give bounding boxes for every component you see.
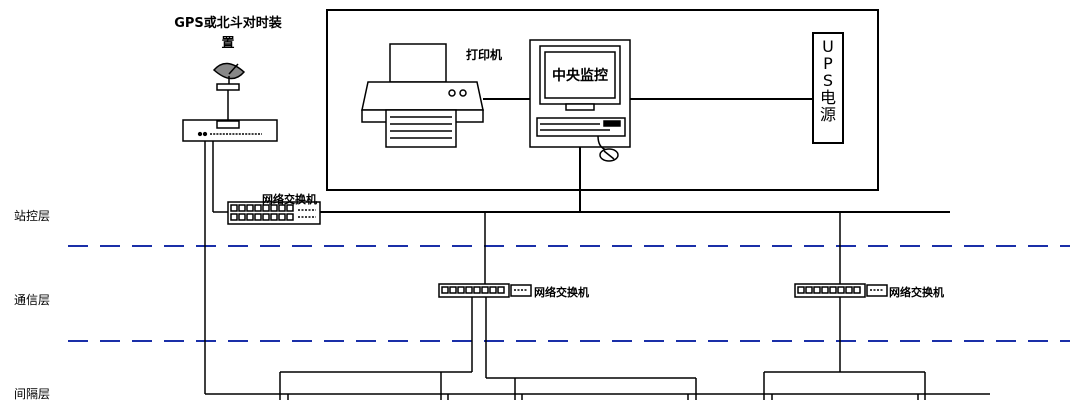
station-switch-icon	[227, 201, 321, 225]
layer-label-comm: 通信层	[14, 293, 51, 307]
ups-label: U P S 电 源	[814, 38, 842, 123]
gps-label: GPS或北斗对时装置	[174, 16, 282, 51]
ups-power-box: U P S 电 源	[812, 32, 844, 144]
gps-clock-unit	[182, 119, 278, 142]
comm-switch-left-label: 网络交换机	[534, 286, 589, 299]
ups-char: U	[822, 37, 834, 56]
comm-switch-left-icon	[438, 283, 532, 298]
ups-char: 源	[819, 105, 836, 124]
printer-label: 打印机	[466, 48, 503, 62]
satellite-dish-icon	[212, 62, 246, 120]
comm-switch-right-label: 网络交换机	[889, 286, 944, 299]
printer-icon	[361, 43, 484, 148]
ups-char: 电	[819, 88, 836, 107]
ups-char: P	[823, 54, 833, 73]
layer-label-bay: 间隔层	[14, 387, 51, 401]
bay-network-lines	[205, 371, 990, 400]
computer-icon	[529, 39, 631, 162]
ups-char: S	[822, 71, 834, 90]
control-room-box	[326, 9, 879, 191]
layer-label-station: 站控层	[14, 209, 51, 223]
comm-switch-right-icon	[794, 283, 888, 298]
station-switch-label: 网络交换机	[262, 193, 317, 206]
monitor-screen-text: 中央监控	[552, 67, 608, 84]
